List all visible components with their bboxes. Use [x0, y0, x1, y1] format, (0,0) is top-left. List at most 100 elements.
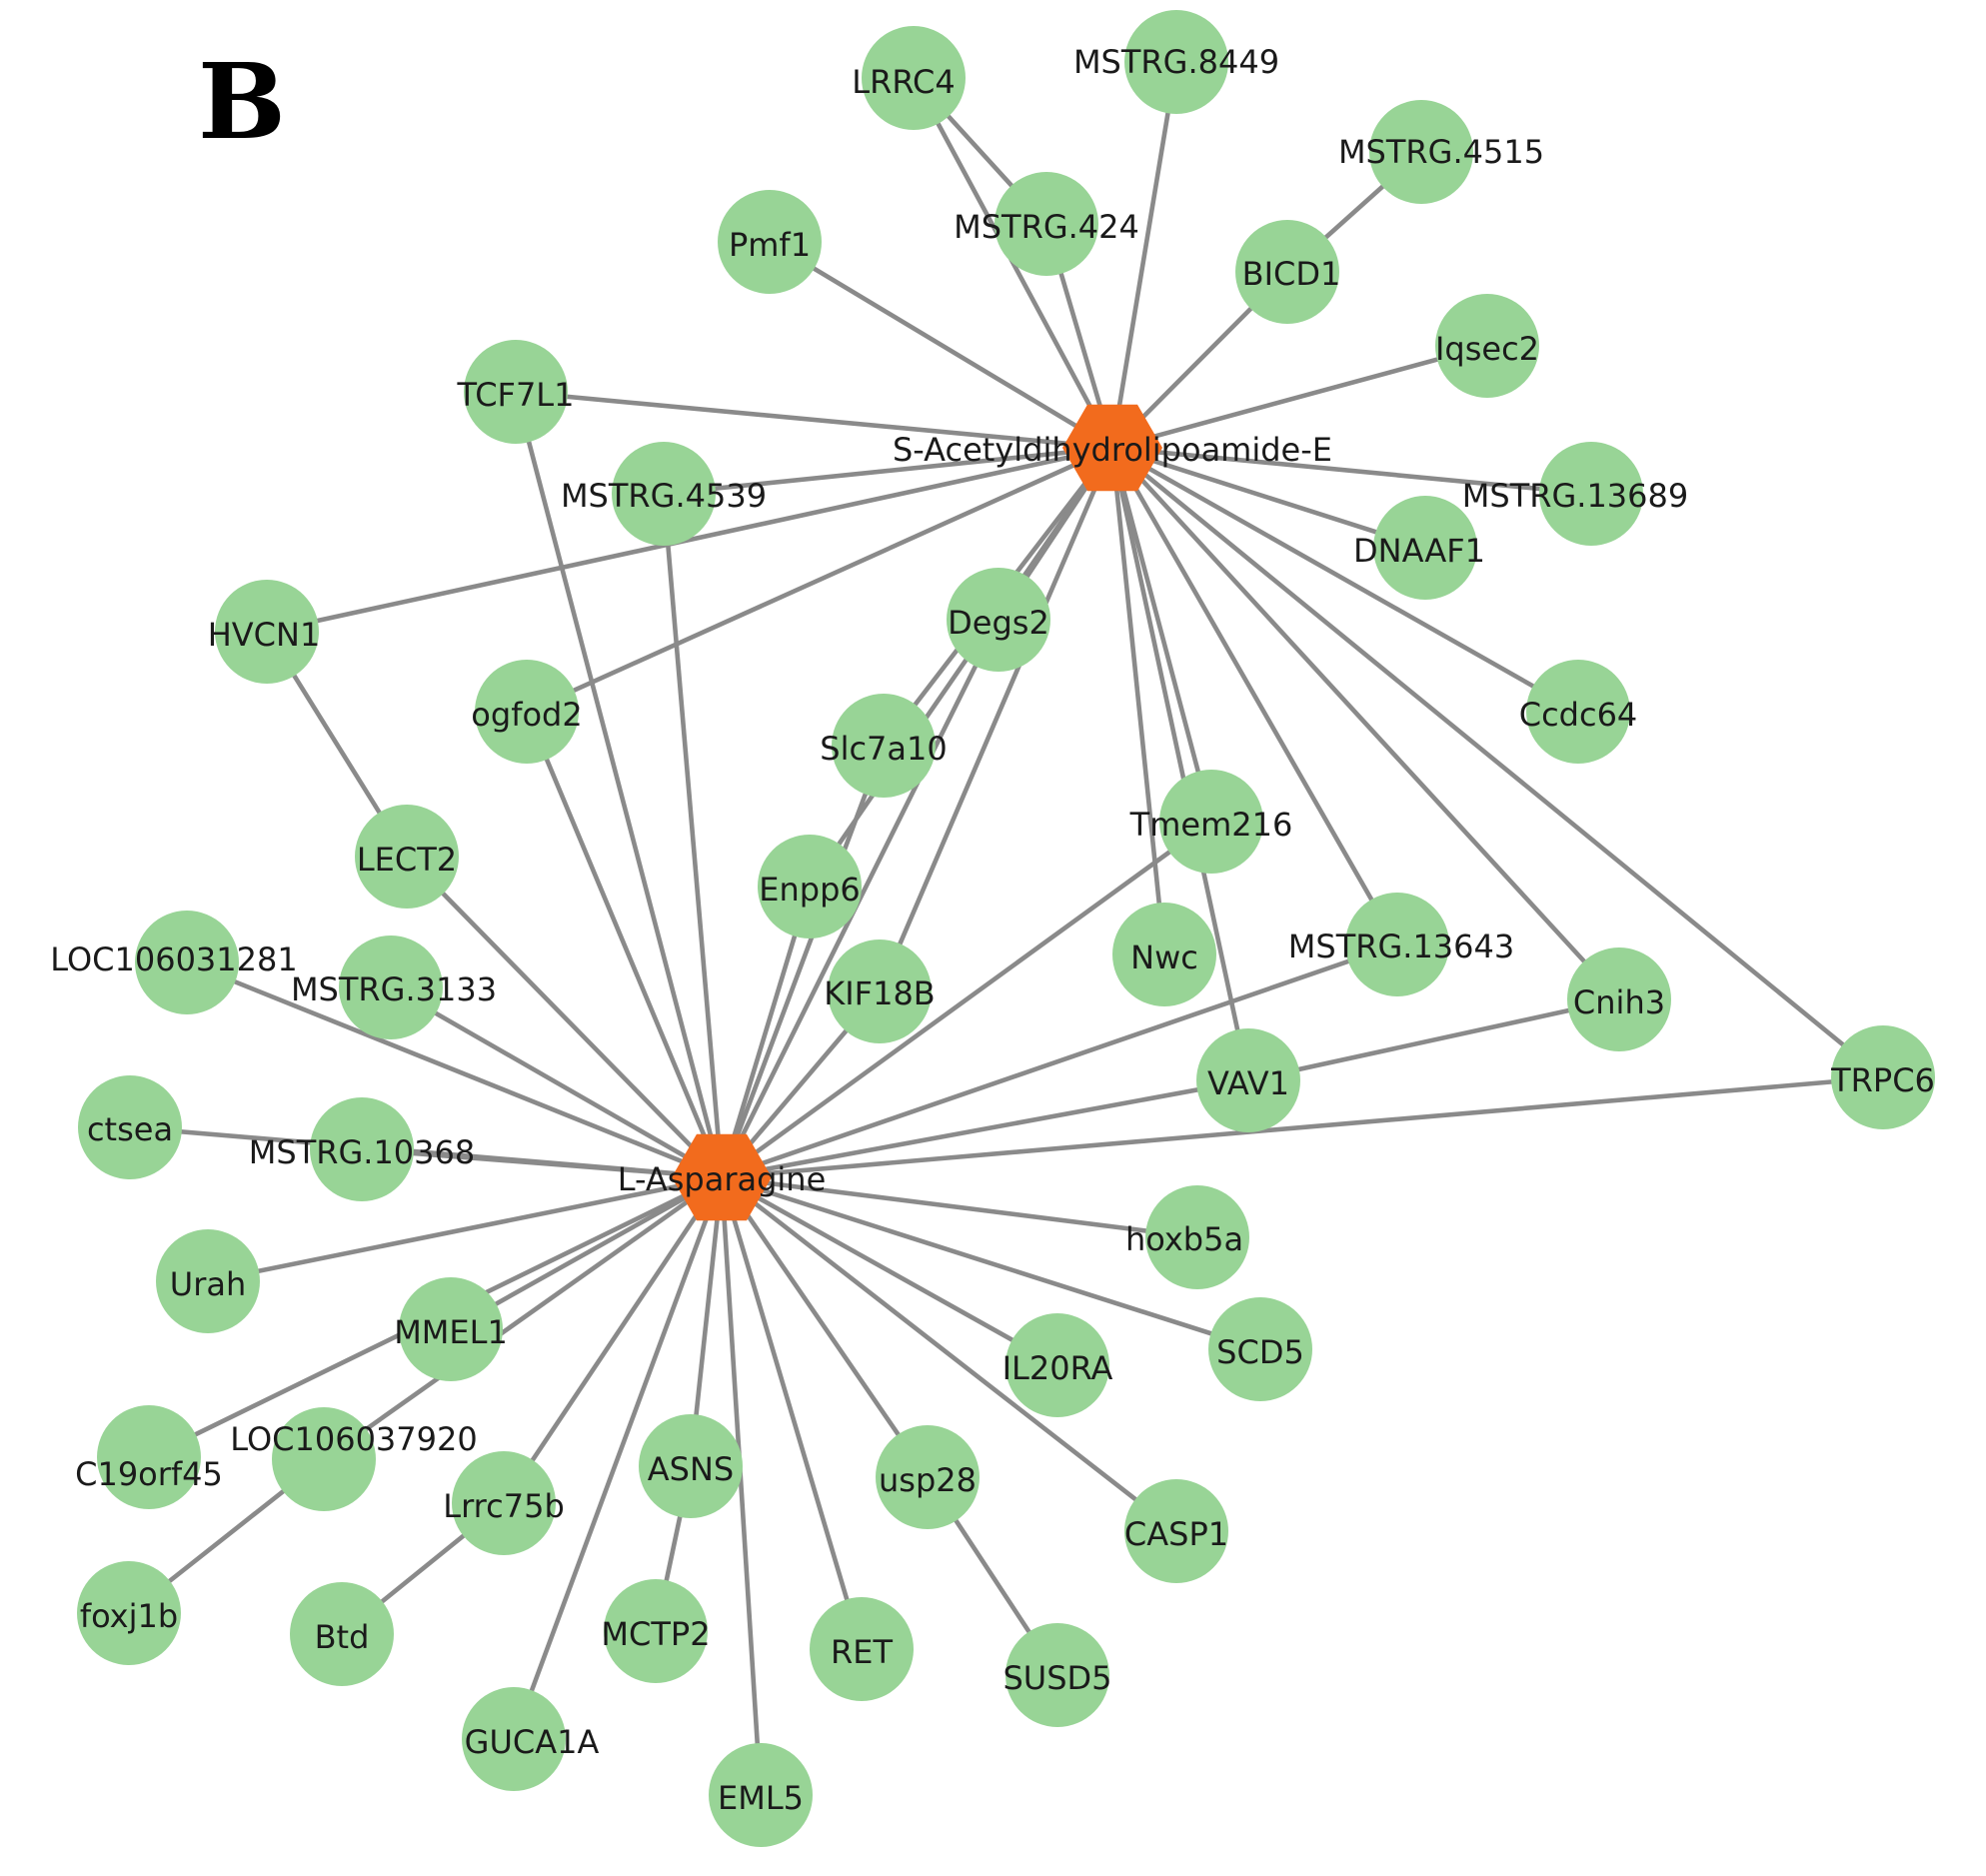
edge-ccdc64-sadl: [1109, 445, 1581, 715]
gene-node-circle: [462, 1687, 566, 1791]
gene-node-vav1: [1196, 1028, 1300, 1132]
gene-label-loc106037920: LOC106037920: [230, 1420, 477, 1458]
hub-label-lasn: L-Asparagine: [618, 1160, 827, 1198]
edge-lrrc75b-lasn: [501, 1174, 725, 1506]
gene-label-mstrg4539: MSTRG.4539: [561, 477, 767, 515]
edge-mstrg4539-lasn: [661, 491, 725, 1180]
gene-label-ret: RET: [831, 1633, 893, 1671]
gene-node-iqsec2: [1435, 294, 1539, 398]
gene-node-circle: [709, 1743, 813, 1847]
gene-node-dnaaf1: [1373, 496, 1477, 600]
edge-kif18b-sadl: [877, 445, 1115, 994]
gene-node-asns: [639, 1414, 743, 1518]
gene-label-casp1: CASP1: [1124, 1515, 1228, 1553]
gene-node-bicd1: [1235, 220, 1339, 324]
edge-cnih3-sadl: [1109, 445, 1622, 1002]
edge-cnih3-vav1: [1245, 996, 1622, 1083]
gene-label-vav1: VAV1: [1207, 1064, 1289, 1102]
gene-node-lrrc75b: [452, 1451, 556, 1555]
gene-node-guca1a: [462, 1687, 566, 1791]
gene-node-circle: [156, 1229, 260, 1333]
gene-label-lect2: LECT2: [357, 841, 457, 879]
edge-il20ra-lasn: [719, 1174, 1060, 1368]
edge-tmem216-sadl: [1109, 445, 1214, 825]
edge-usp28-lasn: [719, 1174, 931, 1480]
gene-node-circle: [994, 172, 1098, 276]
edge-loc106037920-lasn: [321, 1174, 725, 1462]
edge-tmem216-lasn: [719, 819, 1214, 1180]
edge-mstrg8449-sadl: [1109, 59, 1179, 451]
gene-node-circle: [810, 1597, 914, 1701]
gene-node-ccdc64: [1526, 660, 1630, 764]
edge-loc106031281-lasn: [184, 959, 725, 1180]
panel-label: B: [198, 40, 286, 163]
gene-node-circle: [1145, 1185, 1249, 1289]
gene-node-circle: [355, 805, 459, 909]
gene-node-il20ra: [1005, 1313, 1109, 1417]
gene-label-dnaaf1: DNAAF1: [1353, 532, 1485, 570]
edge-mstrg13643-lasn: [719, 941, 1400, 1180]
hub-node-sadl: [1062, 404, 1162, 492]
gene-node-circle: [1435, 294, 1539, 398]
gene-node-enpp6: [758, 835, 862, 938]
gene-node-susd5: [1005, 1623, 1109, 1727]
gene-node-ret: [810, 1597, 914, 1701]
gene-label-asns: ASNS: [648, 1450, 734, 1488]
gene-node-circle: [1005, 1313, 1109, 1417]
gene-label-mstrg3133: MSTRG.3133: [291, 970, 497, 1008]
edge-trpc6-sadl: [1109, 445, 1886, 1080]
gene-node-circle: [758, 835, 862, 938]
edge-tcf7l1-lasn: [513, 389, 725, 1180]
edge-hoxb5a-lasn: [719, 1174, 1200, 1240]
gene-node-circle: [1124, 1479, 1228, 1583]
gene-node-circle: [1567, 947, 1671, 1051]
gene-label-loc106031281: LOC106031281: [50, 940, 297, 978]
gene-node-circle: [1005, 1623, 1109, 1727]
gene-node-circle: [1159, 770, 1263, 874]
gene-label-guca1a: GUCA1A: [465, 1723, 600, 1761]
edge-trpc6-lasn: [719, 1074, 1886, 1180]
edge-iqsec2-sadl: [1109, 343, 1490, 451]
gene-node-circle: [1235, 220, 1339, 324]
edge-mstrg13643-sadl: [1109, 445, 1400, 947]
gene-label-ccdc64: Ccdc64: [1519, 696, 1638, 734]
gene-label-slc7a10: Slc7a10: [820, 730, 947, 768]
gene-node-casp1: [1124, 1479, 1228, 1583]
gene-label-mstrg4515: MSTRG.4515: [1338, 133, 1544, 171]
gene-node-loc106037920: [272, 1407, 376, 1511]
gene-node-hoxb5a: [1145, 1185, 1249, 1289]
gene-node-ogfod2: [475, 660, 579, 764]
gene-node-lect2: [355, 805, 459, 909]
gene-node-circle: [1345, 893, 1449, 996]
gene-node-foxj1b: [77, 1561, 181, 1665]
gene-node-tcf7l1: [464, 340, 568, 444]
edge-ogfod2-lasn: [524, 709, 725, 1180]
gene-node-circle: [475, 660, 579, 764]
gene-label-degs2: Degs2: [948, 604, 1049, 642]
gene-label-urah: Urah: [170, 1265, 246, 1303]
edge-pmf1-sadl: [767, 239, 1115, 451]
hub-label-sadl: S-Acetyldihydrolipoamide-E: [893, 431, 1332, 469]
gene-node-btd: [290, 1582, 394, 1686]
gene-node-circle: [97, 1405, 201, 1509]
gene-label-pmf1: Pmf1: [729, 226, 811, 264]
gene-label-nwc: Nwc: [1130, 938, 1198, 976]
gene-node-usp28: [876, 1425, 980, 1529]
gene-node-circle: [1526, 660, 1630, 764]
edge-slc7a10-lasn: [719, 743, 887, 1180]
gene-node-circle: [639, 1414, 743, 1518]
gene-label-c19orf45: C19orf45: [75, 1455, 223, 1493]
gene-label-btd: Btd: [315, 1618, 370, 1656]
gene-node-circle: [77, 1561, 181, 1665]
gene-node-circle: [876, 1425, 980, 1529]
edge-scd5-lasn: [719, 1174, 1263, 1352]
gene-node-circle: [1208, 1297, 1312, 1401]
gene-node-mstrg4515: [1369, 100, 1473, 204]
gene-label-hvcn1: HVCN1: [208, 616, 321, 654]
gene-node-loc106031281: [135, 911, 239, 1014]
gene-label-cnih3: Cnih3: [1573, 983, 1665, 1021]
gene-label-foxj1b: foxj1b: [80, 1597, 178, 1635]
gene-label-mstrg13643: MSTRG.13643: [1288, 928, 1514, 965]
gene-node-circle: [452, 1451, 556, 1555]
